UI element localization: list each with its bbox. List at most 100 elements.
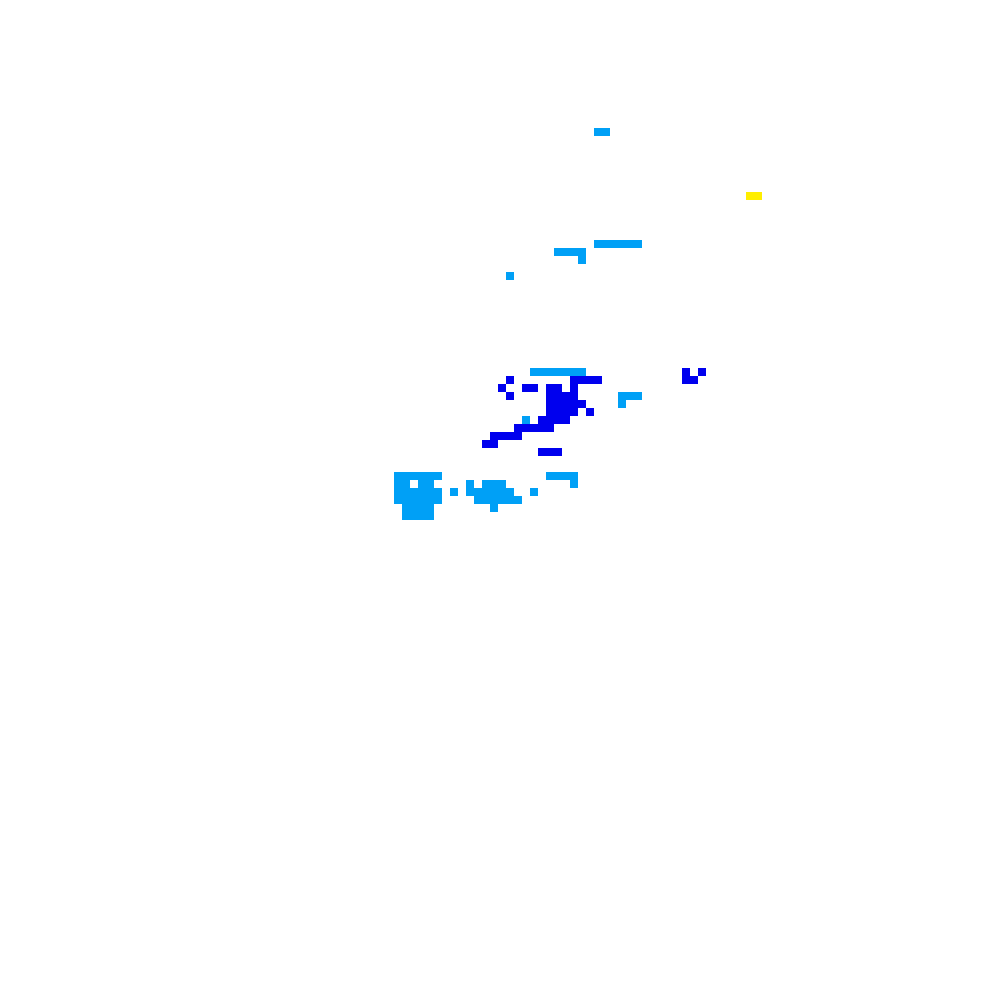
echo-cell (562, 416, 570, 424)
echo-cell (562, 248, 570, 256)
echo-cell (418, 512, 426, 520)
echo-cell (522, 384, 530, 392)
echo-cell (434, 472, 442, 480)
echo-cell (514, 432, 522, 440)
echo-cell (466, 488, 474, 496)
echo-cell (506, 376, 514, 384)
echo-cell (402, 472, 410, 480)
echo-cell (434, 488, 442, 496)
echo-cell (610, 240, 618, 248)
echo-cell (618, 240, 626, 248)
echo-cell (602, 128, 610, 136)
echo-cell (538, 424, 546, 432)
echo-cell (578, 376, 586, 384)
echo-cell (522, 416, 530, 424)
echo-cell (562, 400, 570, 408)
echo-cell (554, 392, 562, 400)
echo-cell (554, 400, 562, 408)
echo-cell (474, 496, 482, 504)
echo-cell (490, 496, 498, 504)
echo-cell (554, 248, 562, 256)
echo-cell (562, 408, 570, 416)
echo-cell (618, 400, 626, 408)
echo-cell (514, 424, 522, 432)
echo-cell (410, 496, 418, 504)
echo-cell (554, 472, 562, 480)
echo-cell (498, 488, 506, 496)
echo-cell (410, 504, 418, 512)
echo-cell (570, 376, 578, 384)
echo-cell (410, 472, 418, 480)
echo-cell (402, 512, 410, 520)
echo-cell (754, 192, 762, 200)
echo-cell (426, 512, 434, 520)
echo-cell (506, 488, 514, 496)
echo-cell (402, 488, 410, 496)
echo-cell (418, 504, 426, 512)
echo-cell (594, 128, 602, 136)
echo-cell (562, 472, 570, 480)
echo-cell (554, 416, 562, 424)
echo-cell (418, 472, 426, 480)
echo-cell (578, 368, 586, 376)
echo-cell (402, 496, 410, 504)
echo-cell (434, 496, 442, 504)
echo-cell (546, 368, 554, 376)
echo-cell (498, 496, 506, 504)
echo-cell (530, 384, 538, 392)
echo-cell (418, 496, 426, 504)
echo-cell (562, 368, 570, 376)
echo-cell (426, 480, 434, 488)
echo-cell (530, 368, 538, 376)
echo-cell (546, 424, 554, 432)
echo-cell (498, 384, 506, 392)
echo-cell (682, 376, 690, 384)
echo-light-blue (394, 128, 642, 520)
echo-cell (426, 488, 434, 496)
echo-cell (490, 504, 498, 512)
echo-cell (546, 392, 554, 400)
echo-cell (546, 400, 554, 408)
echo-cell (562, 392, 570, 400)
echo-cell (602, 240, 610, 248)
echo-cell (394, 480, 402, 488)
echo-cell (506, 392, 514, 400)
echo-cell (506, 432, 514, 440)
echo-yellow (746, 192, 762, 200)
echo-cell (546, 448, 554, 456)
echo-cell (530, 424, 538, 432)
echo-cell (570, 248, 578, 256)
echo-cell (522, 424, 530, 432)
echo-cell (402, 504, 410, 512)
echo-cell (482, 440, 490, 448)
echo-cell (578, 256, 586, 264)
echo-cell (474, 488, 482, 496)
echo-cell (594, 240, 602, 248)
echo-cell (538, 368, 546, 376)
echo-cell (570, 384, 578, 392)
echo-cell (546, 472, 554, 480)
echo-cell (498, 480, 506, 488)
echo-cell (634, 392, 642, 400)
echo-cell (618, 392, 626, 400)
echo-cell (570, 408, 578, 416)
echo-dark-blue (482, 368, 706, 456)
echo-cell (546, 408, 554, 416)
echo-cell (426, 504, 434, 512)
echo-cell (426, 472, 434, 480)
echo-cell (554, 368, 562, 376)
echo-cell (626, 240, 634, 248)
echo-cell (482, 480, 490, 488)
echo-cell (578, 400, 586, 408)
echo-cell (490, 488, 498, 496)
echo-cells (394, 128, 762, 520)
echo-cell (570, 400, 578, 408)
echo-cell (538, 416, 546, 424)
echo-cell (586, 408, 594, 416)
echo-cell (506, 272, 514, 280)
echo-cell (570, 368, 578, 376)
echo-cell (634, 240, 642, 248)
echo-cell (506, 496, 514, 504)
echo-cell (682, 368, 690, 376)
